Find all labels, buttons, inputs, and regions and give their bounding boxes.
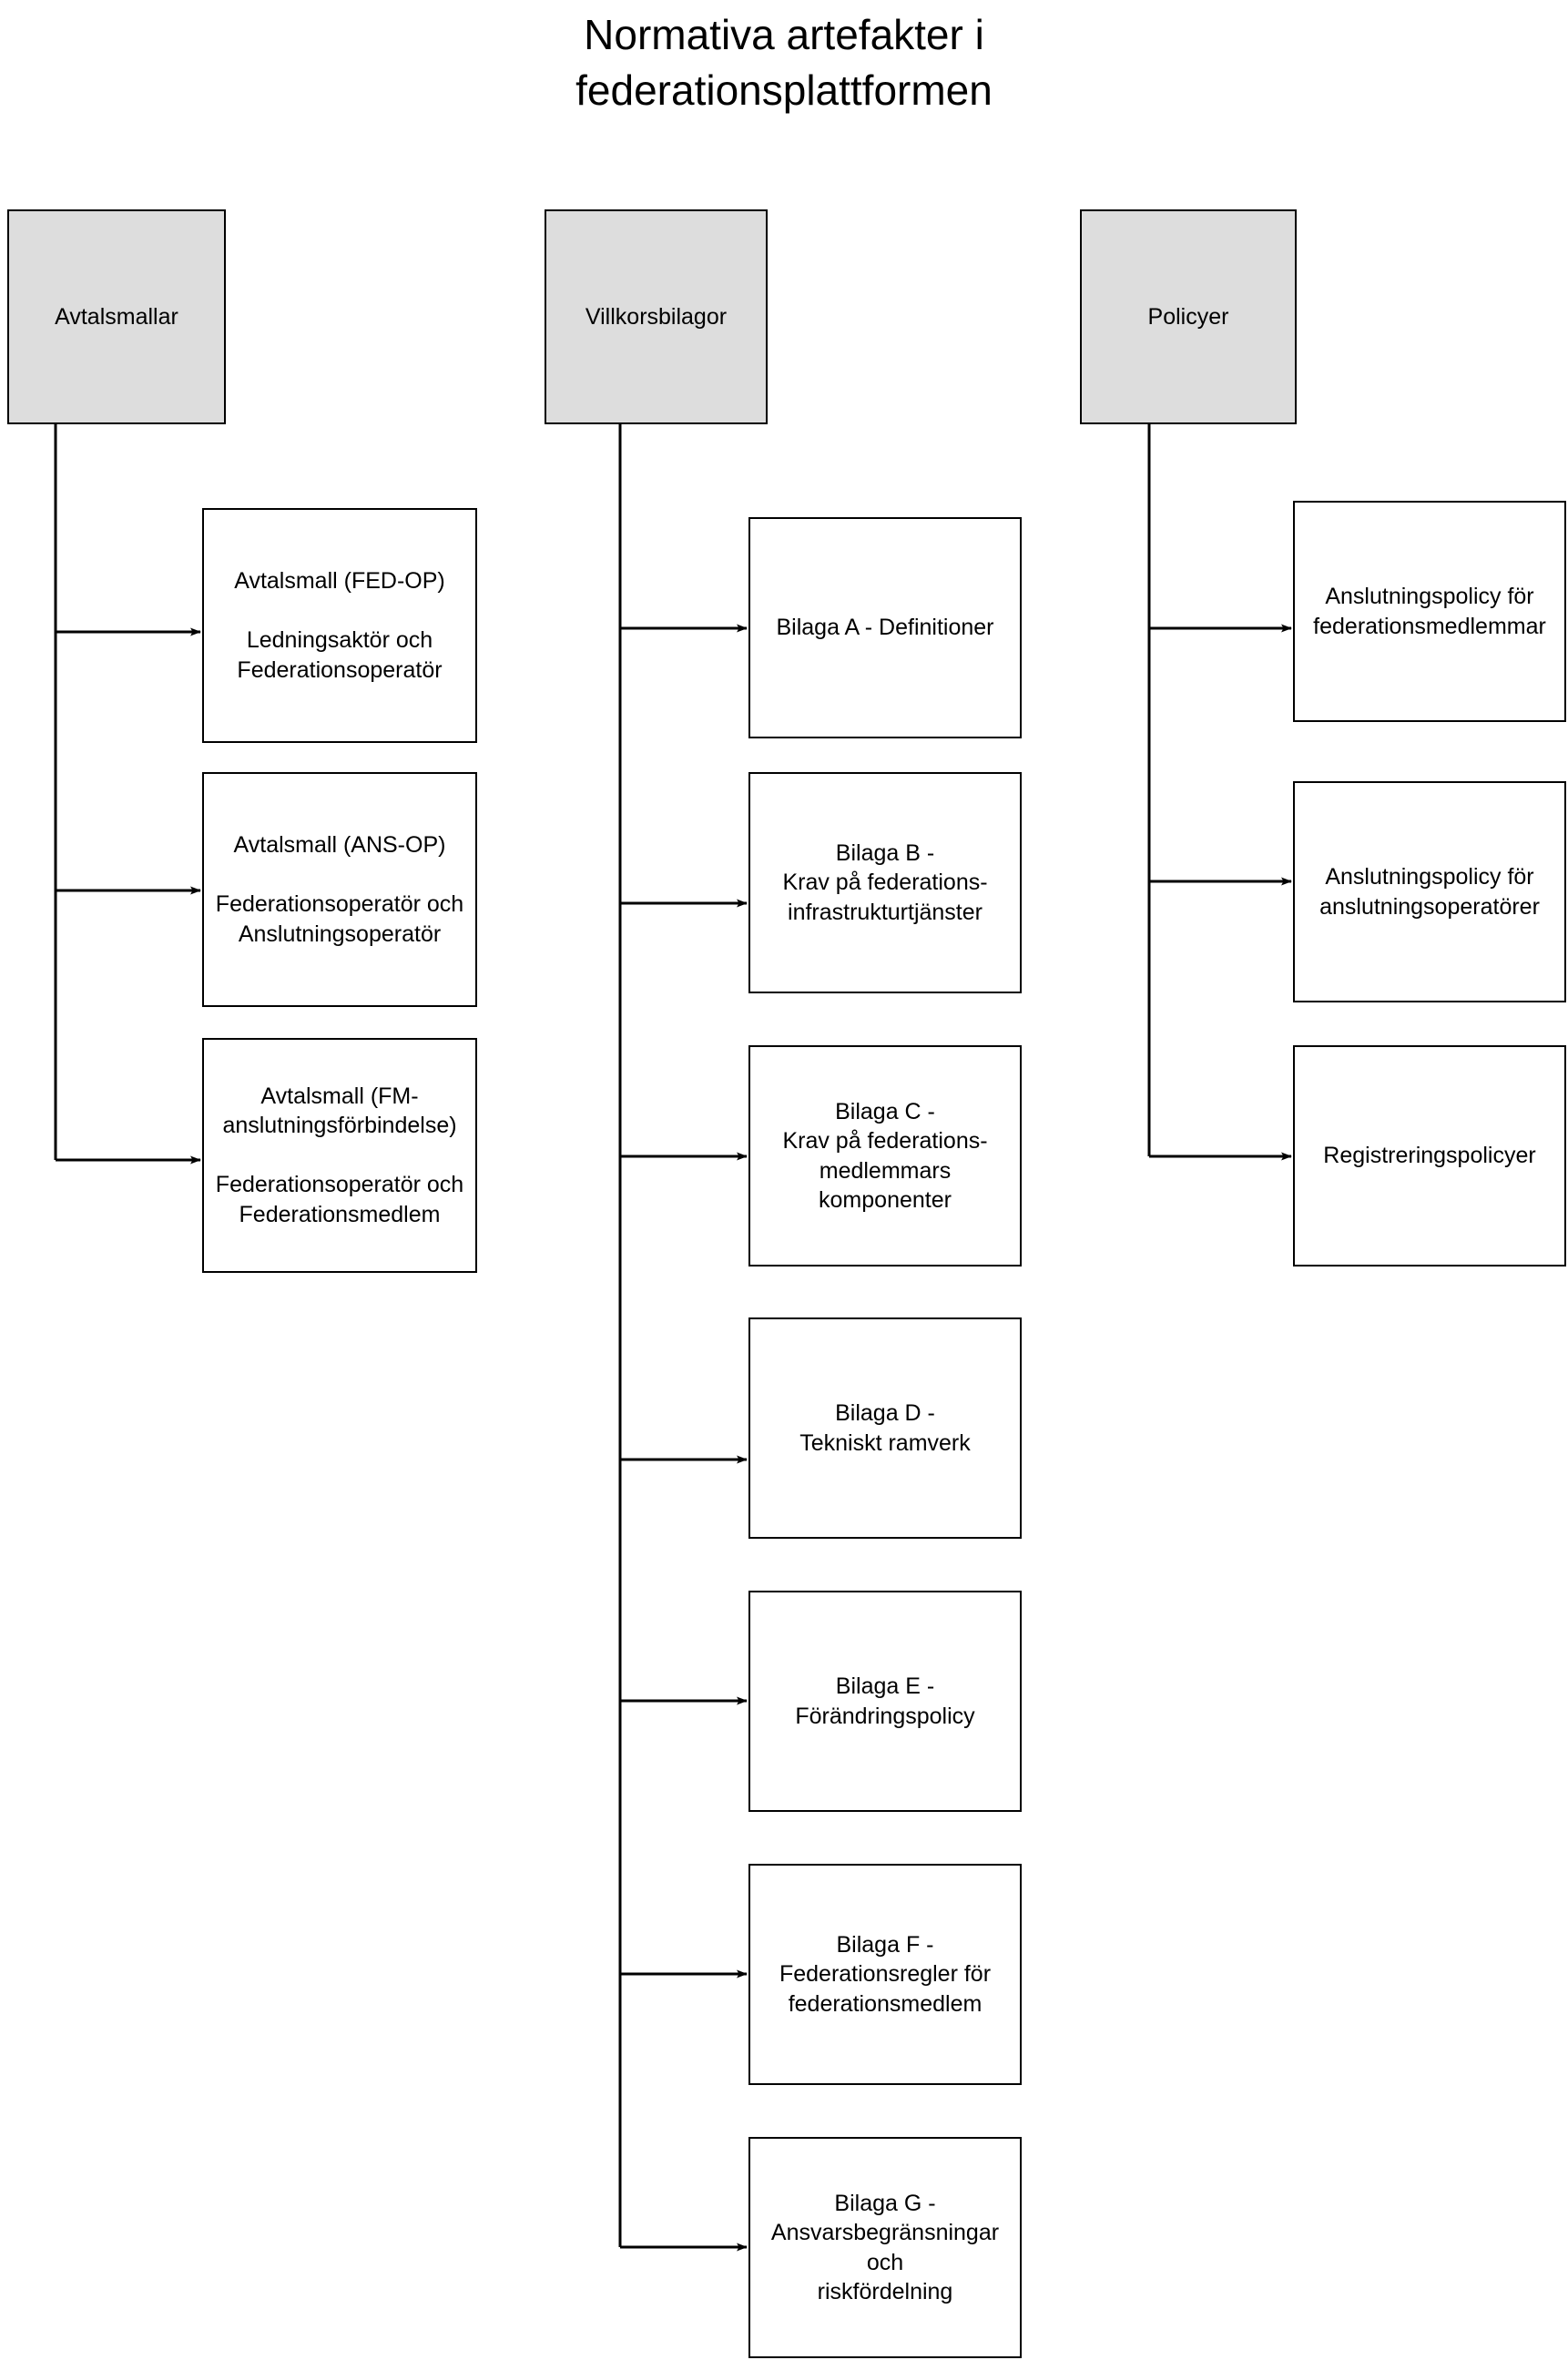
node-box-policyer-2-label: Anslutningspolicy för anslutningsoperatö… — [1319, 864, 1540, 920]
node-box-villkorsbilagor-2-label: Bilaga B - Krav på federations- infrastr… — [782, 839, 988, 925]
group-box-avtalsmallar[interactable]: Avtalsmallar — [7, 209, 226, 424]
node-box-villkorsbilagor-4-label: Bilaga D - Tekniskt ramverk — [799, 1400, 971, 1456]
group-box-avtalsmallar-label: Avtalsmallar — [55, 303, 178, 330]
node-box-avtalsmallar-1[interactable]: Avtalsmall (FED-OP) Ledningsaktör och Fe… — [202, 508, 477, 743]
group-box-villkorsbilagor-label: Villkorsbilagor — [585, 303, 728, 330]
node-box-policyer-1[interactable]: Anslutningspolicy för federationsmedlemm… — [1293, 501, 1566, 722]
node-box-villkorsbilagor-4[interactable]: Bilaga D - Tekniskt ramverk — [748, 1317, 1022, 1539]
node-box-villkorsbilagor-3[interactable]: Bilaga C - Krav på federations- medlemma… — [748, 1045, 1022, 1266]
node-box-villkorsbilagor-7[interactable]: Bilaga G - Ansvarsbegränsningar och risk… — [748, 2137, 1022, 2358]
node-box-policyer-1-label: Anslutningspolicy för federationsmedlemm… — [1313, 584, 1546, 639]
node-box-avtalsmallar-3-label: Avtalsmall (FM- anslutningsförbindelse) … — [215, 1083, 464, 1227]
node-box-villkorsbilagor-3-label: Bilaga C - Krav på federations- medlemma… — [782, 1098, 988, 1214]
node-box-avtalsmallar-3[interactable]: Avtalsmall (FM- anslutningsförbindelse) … — [202, 1038, 477, 1273]
node-box-villkorsbilagor-5[interactable]: Bilaga E - Förändringspolicy — [748, 1591, 1022, 1812]
node-box-villkorsbilagor-2[interactable]: Bilaga B - Krav på federations- infrastr… — [748, 772, 1022, 993]
node-box-policyer-2[interactable]: Anslutningspolicy för anslutningsoperatö… — [1293, 781, 1566, 1002]
node-box-villkorsbilagor-6[interactable]: Bilaga F - Federationsregler för federat… — [748, 1864, 1022, 2085]
group-box-policyer[interactable]: Policyer — [1080, 209, 1297, 424]
node-box-villkorsbilagor-6-label: Bilaga F - Federationsregler för federat… — [779, 1931, 992, 2017]
node-box-policyer-3[interactable]: Registreringspolicyer — [1293, 1045, 1566, 1266]
node-box-avtalsmallar-1-label: Avtalsmall (FED-OP) Ledningsaktör och Fe… — [234, 568, 445, 683]
node-box-policyer-3-label: Registreringspolicyer — [1323, 1143, 1536, 1169]
node-box-avtalsmallar-2[interactable]: Avtalsmall (ANS-OP) Federationsoperatör … — [202, 772, 477, 1007]
group-box-policyer-label: Policyer — [1147, 303, 1229, 330]
node-box-villkorsbilagor-5-label: Bilaga E - Förändringspolicy — [795, 1673, 975, 1729]
group-box-villkorsbilagor[interactable]: Villkorsbilagor — [545, 209, 768, 424]
node-box-villkorsbilagor-1[interactable]: Bilaga A - Definitioner — [748, 517, 1022, 738]
node-box-villkorsbilagor-7-label: Bilaga G - Ansvarsbegränsningar och risk… — [770, 2190, 1000, 2305]
node-box-villkorsbilagor-1-label: Bilaga A - Definitioner — [776, 615, 994, 641]
page-title: Normativa artefakter i federationsplattf… — [575, 11, 993, 114]
node-box-avtalsmallar-2-label: Avtalsmall (ANS-OP) Federationsoperatör … — [215, 832, 464, 947]
